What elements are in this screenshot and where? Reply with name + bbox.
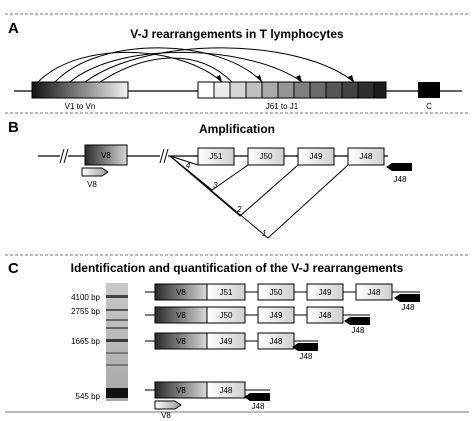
j48-primer <box>244 393 270 401</box>
panel-c: C Identification and quantification of t… <box>8 260 420 420</box>
j51-box-b <box>197 147 235 166</box>
v8-segment-label-b: V8 <box>101 151 111 160</box>
loop-number-3: 3 <box>213 181 218 190</box>
rearrangement-arcs <box>37 47 355 83</box>
j-segments-block <box>197 81 387 99</box>
panel-b-letter: B <box>8 119 19 136</box>
v8-label: V8 <box>176 386 186 395</box>
ladder-label-4100: 4100 bp <box>71 293 100 302</box>
j48-primer-label: J48 <box>352 326 365 335</box>
gel-band <box>106 388 128 398</box>
ladder-label-2755: 2755 bp <box>71 307 100 316</box>
v-segments-block <box>31 81 129 99</box>
v-segments-label: V1 to Vn <box>65 102 96 111</box>
j-box <box>257 306 295 324</box>
v8-primer-label-b: V8 <box>87 180 97 189</box>
j48-primer <box>394 294 420 302</box>
j-box <box>306 306 344 324</box>
break-mark-right <box>159 148 169 164</box>
j49-label-b: J49 <box>310 152 323 161</box>
j-box <box>257 332 295 350</box>
panel-c-letter: C <box>8 260 19 277</box>
j48-primer-label: J48 <box>300 352 313 361</box>
j51-label-b: J51 <box>210 152 223 161</box>
j49-box-b <box>297 147 335 166</box>
deletion-loops <box>169 155 349 239</box>
j-label: J48 <box>220 386 233 395</box>
gel-band <box>106 319 128 321</box>
product-4: V8 J48 J48 V8 <box>145 381 270 420</box>
j48-primer-label: J48 <box>402 303 415 312</box>
j50-label-b: J50 <box>260 152 273 161</box>
panel-b-title: Amplification <box>199 122 275 136</box>
gel-band <box>106 364 128 366</box>
c-segment-label: C <box>426 102 432 111</box>
j-label: J49 <box>270 311 283 320</box>
gel-band <box>106 295 128 298</box>
c-segment <box>418 82 440 98</box>
j48-primer-b <box>386 163 412 171</box>
j-box <box>257 283 295 301</box>
break-mark-left <box>59 148 69 164</box>
j-label: J50 <box>220 311 233 320</box>
gel-band <box>106 339 128 342</box>
v8-label: V8 <box>176 288 186 297</box>
gel-lane <box>106 283 128 401</box>
product-2: V8 J50 J49 J48 J48 <box>145 306 370 335</box>
j48-label-b: J48 <box>360 152 373 161</box>
v8-primer-b <box>81 167 109 177</box>
j-segments-label: J61 to J1 <box>266 102 299 111</box>
loop-number-1: 1 <box>262 229 266 238</box>
gel-band <box>106 309 128 311</box>
v8-label: V8 <box>176 337 186 346</box>
j50-box-b <box>247 147 285 166</box>
ladder-label-545: 545 bp <box>76 392 101 401</box>
panel-a-letter: A <box>8 20 19 37</box>
j-label: J51 <box>220 288 233 297</box>
panel-c-title: Identification and quantification of the… <box>71 261 404 275</box>
j48-box-b <box>347 147 385 166</box>
product-1: V8 J51 J50 J49 J48 J48 <box>145 283 420 312</box>
j-label: J48 <box>270 337 283 346</box>
j-label: J49 <box>220 337 233 346</box>
j-boxes-b: J51 J50 J49 J48 <box>197 147 385 166</box>
j-box <box>306 283 344 301</box>
j48-primer-label-b: J48 <box>394 175 407 184</box>
arc-arrowheads <box>216 75 354 82</box>
j48-primer <box>292 343 318 351</box>
j-box <box>206 332 246 350</box>
j48-primer <box>344 317 370 325</box>
j-label: J50 <box>270 288 283 297</box>
v8-primer-label: V8 <box>161 411 171 420</box>
ladder-label-1665: 1665 bp <box>71 337 100 346</box>
v8-segment-b <box>84 144 128 166</box>
j-box <box>355 283 393 301</box>
j-box <box>206 283 246 301</box>
gel-band <box>106 327 128 329</box>
j-label: J49 <box>319 288 332 297</box>
j48-primer-label: J48 <box>252 402 265 411</box>
j-box <box>206 381 246 399</box>
panel-a: A V-J rearrangements in T lymphocytes V1… <box>8 20 462 111</box>
j-label: J48 <box>319 311 332 320</box>
v8-label: V8 <box>176 311 186 320</box>
panel-b: B Amplification V8 V8 J51 J50 J49 J48 <box>8 119 412 239</box>
gel-band <box>106 352 128 354</box>
v8-primer <box>154 400 182 410</box>
j-label: J48 <box>368 288 381 297</box>
product-3: V8 J49 J48 J48 <box>145 332 318 361</box>
j-box <box>206 306 246 324</box>
loop-number-2: 2 <box>236 205 242 214</box>
panel-a-title: V-J rearrangements in T lymphocytes <box>130 27 344 41</box>
loop-number-4: 4 <box>186 161 191 170</box>
